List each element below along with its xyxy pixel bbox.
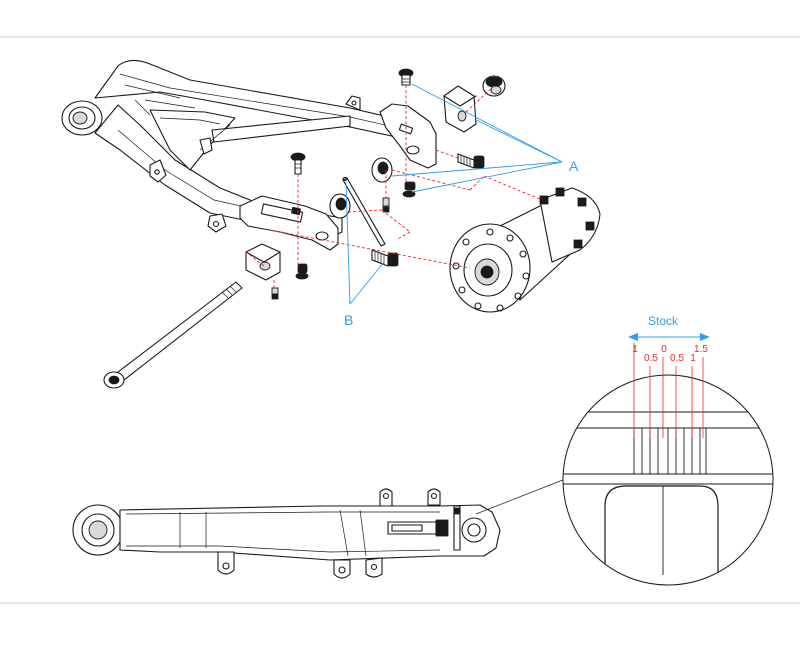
bolt-upper — [398, 68, 414, 86]
callout-leaders — [345, 83, 563, 305]
callout-b: B — [344, 312, 353, 328]
scale-tick-label: 1 — [632, 344, 638, 355]
rear-axle — [103, 281, 243, 389]
set-screw-upper — [382, 197, 390, 213]
axle-spacer-upper — [371, 157, 393, 183]
callout-a: A — [569, 158, 579, 174]
axle-spacer-lower — [329, 193, 351, 219]
page-border — [0, 36, 800, 604]
bolt-small-upper — [402, 181, 416, 198]
stock-arrow — [628, 333, 710, 341]
scale-tick-label: 0.5 — [644, 353, 658, 364]
rod-center — [342, 176, 386, 247]
detail-zoom-view — [562, 374, 774, 586]
scale-tick-label: 1 — [690, 353, 696, 364]
swingarm-exploded — [61, 59, 437, 251]
set-screw-lower — [271, 287, 279, 300]
wheel-hub — [449, 187, 601, 313]
swingarm-side-view — [72, 488, 501, 579]
scale-tick-label: 0 — [661, 344, 667, 355]
zoom-leader-line — [475, 477, 569, 515]
scale-tick-label: 1.5 — [694, 344, 708, 355]
threaded-bolt-lower — [371, 249, 399, 267]
bolt-small-lower — [295, 263, 309, 280]
adjuster-block-lower — [245, 243, 281, 281]
threaded-bolt-upper — [457, 153, 485, 169]
scale-tick-label: 0.5 — [670, 353, 684, 364]
bolt-lower-vertical — [290, 152, 306, 175]
scale-title: Stock — [648, 314, 679, 328]
